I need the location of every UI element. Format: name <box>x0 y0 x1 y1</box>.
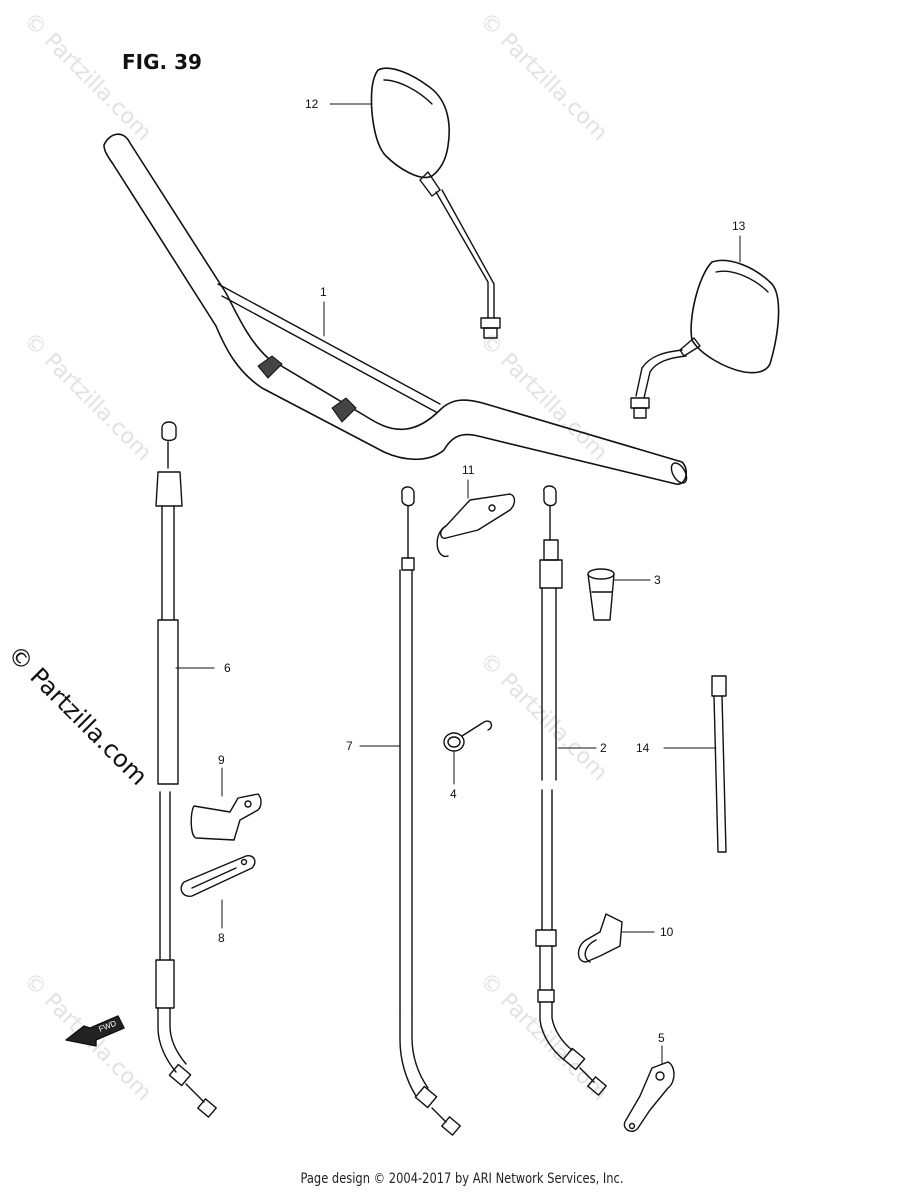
callout-12: 12 <box>305 97 319 111</box>
callout-5: 5 <box>658 1031 665 1045</box>
cable-tie-drawing <box>711 675 727 853</box>
fwd-arrow: FWD <box>65 1015 125 1047</box>
cable-2-drawing <box>535 485 607 1096</box>
callout-9: 9 <box>218 753 225 767</box>
handlebar-drawing <box>103 133 688 485</box>
callout-4: 4 <box>450 787 457 801</box>
callout-8: 8 <box>218 931 225 945</box>
callout-11: 11 <box>462 463 475 477</box>
boot-drawing <box>587 568 615 621</box>
cable-7-drawing <box>399 486 461 1136</box>
mirror-right-drawing <box>630 259 780 419</box>
cable-6-drawing <box>155 421 217 1118</box>
plate-8-drawing <box>180 854 256 897</box>
callout-13: 13 <box>732 219 746 233</box>
callout-14: 14 <box>636 741 650 755</box>
clamp-9-drawing <box>190 793 262 841</box>
bracket-5-drawing <box>623 1061 675 1132</box>
bracket-11-drawing <box>436 493 516 557</box>
leader-lines <box>175 103 741 1065</box>
figure-title: FIG. 39 <box>122 50 202 74</box>
callout-6: 6 <box>224 661 231 675</box>
page-footer: Page design © 2004-2017 by ARI Network S… <box>300 1171 624 1187</box>
callout-1: 1 <box>320 285 327 299</box>
mirror-left-drawing <box>370 67 501 339</box>
callout-10: 10 <box>660 925 674 939</box>
callout-2: 2 <box>600 741 607 755</box>
callout-7: 7 <box>346 739 353 753</box>
callout-3: 3 <box>654 573 661 587</box>
clip-10-drawing <box>577 913 623 963</box>
spring-drawing <box>443 720 493 752</box>
